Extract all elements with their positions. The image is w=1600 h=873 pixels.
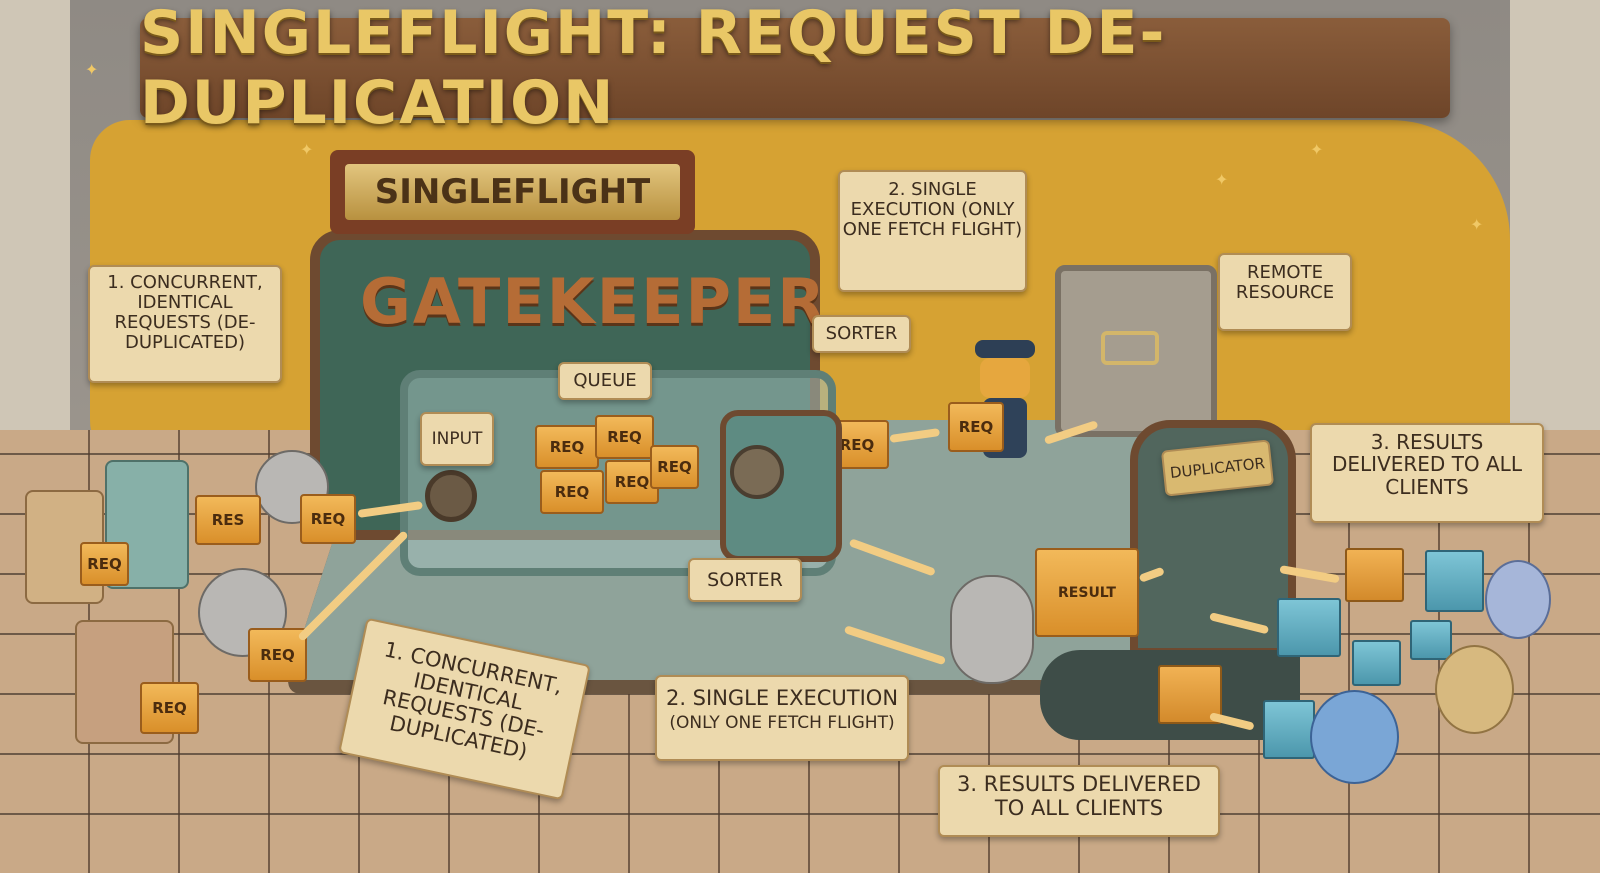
input-port (425, 470, 477, 522)
result-gift-icon (1277, 598, 1341, 657)
req-box-in-flight: REQ (948, 402, 1004, 452)
step1-label-top: 1. CONCURRENT, IDENTICAL REQUESTS (DE-DU… (88, 265, 282, 383)
req-box: REQ (140, 682, 199, 734)
page-title: SINGLEFLIGHT: REQUEST DE-DUPLICATION (140, 0, 1167, 138)
title-banner: SINGLEFLIGHT: REQUEST DE-DUPLICATION (140, 0, 1450, 138)
client-character (1485, 560, 1551, 639)
step2-label-bottom: 2. SINGLE EXECUTION (ONLY ONE FETCH FLIG… (655, 675, 909, 761)
client-robot-character (255, 450, 329, 524)
sorter-label-top: SORTER (812, 315, 911, 353)
singleflight-sign: SINGLEFLIGHT (330, 150, 695, 234)
req-box: REQ (248, 628, 307, 682)
res-box: RES (195, 495, 261, 545)
step2-label-top: 2. SINGLE EXECUTION (ONLY ONE FETCH FLIG… (838, 170, 1027, 292)
star-icon: ✦ (1215, 170, 1229, 189)
queue-label: QUEUE (558, 362, 652, 400)
result-gift-icon (1352, 640, 1401, 686)
step3-label-bottom: 3. RESULTS DELIVERED TO ALL CLIENTS (938, 765, 1220, 837)
gear-icon (730, 445, 784, 499)
req-box: REQ (80, 542, 129, 586)
step2-label-bottom-line2: (ONLY ONE FETCH FLIGHT) (669, 712, 895, 733)
result-gift-icon (1263, 700, 1315, 759)
client-character (1435, 645, 1514, 734)
result-box: RESULT (1035, 548, 1139, 637)
req-box: REQ (595, 415, 654, 459)
sorter-label-bottom: SORTER (688, 558, 802, 602)
req-box: REQ (535, 425, 599, 469)
sorter-mechanism (720, 410, 842, 562)
star-icon: ✦ (300, 140, 314, 159)
req-box: REQ (650, 445, 699, 489)
star-icon: ✦ (1470, 215, 1484, 234)
req-box: REQ (300, 494, 356, 544)
client-character (1310, 690, 1399, 784)
req-box: REQ (540, 470, 604, 514)
client-robot-character (950, 575, 1034, 684)
officer-cap-icon (975, 340, 1035, 358)
safe-handle-icon (1101, 331, 1159, 365)
result-gift-icon (1425, 550, 1484, 612)
remote-resource-safe (1055, 265, 1217, 437)
star-icon: ✦ (85, 60, 99, 79)
input-label: INPUT (420, 412, 494, 466)
result-gift-icon (1345, 548, 1404, 602)
step3-label-top: 3. RESULTS DELIVERED TO ALL CLIENTS (1310, 423, 1544, 523)
gatekeeper-label: GATEKEEPER (360, 265, 827, 338)
star-icon: ✦ (1310, 140, 1324, 159)
step2-label-bottom-line1: 2. SINGLE EXECUTION (665, 686, 899, 710)
singleflight-sign-text: SINGLEFLIGHT (344, 164, 681, 220)
result-gift-icon (1410, 620, 1452, 660)
remote-resource-label: REMOTE RESOURCE (1218, 253, 1352, 331)
